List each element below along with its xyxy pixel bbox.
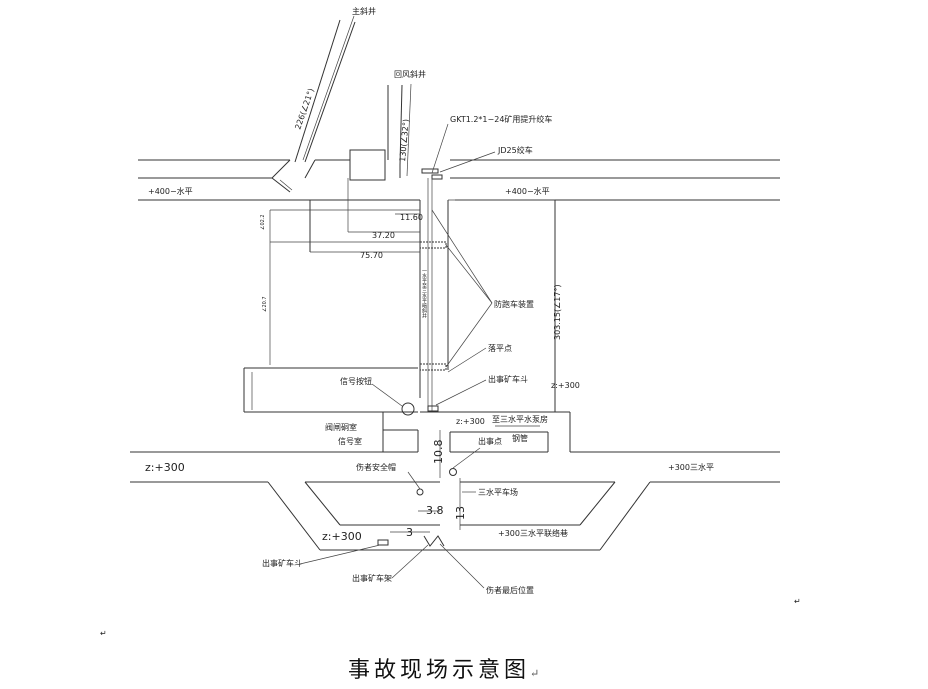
dimension-3: 3 xyxy=(406,526,413,539)
connection-lane: z:+300 +300三水平联络巷 3 出事矿车斗 出事矿车架 伤者最后位置 xyxy=(262,526,568,595)
fall-point-label: 落平点 xyxy=(488,343,512,353)
dimension-37-20: 37.20 xyxy=(372,231,395,240)
level-400-left-label: +400−水平 xyxy=(148,186,193,196)
anti-runaway-label: 防跑车装置 xyxy=(494,299,534,309)
valve-room-label: 阀闸硐室 xyxy=(325,422,357,432)
dimension-3-8: 3.8 xyxy=(426,504,444,517)
final-position-label: 伤者最后位置 xyxy=(486,585,534,595)
dimension-75-70: 75.70 xyxy=(360,251,383,260)
level-300-right-label: +300三水平 xyxy=(668,462,714,472)
to-pump-room-label: 至三水平水泵房 xyxy=(492,414,548,424)
connection-lane-label: +300三水平联络巷 xyxy=(498,528,568,538)
svg-text:∠02.2: ∠02.2 xyxy=(260,214,266,230)
pilcrow-return-icon: ↵ xyxy=(100,629,107,638)
main-inclined-shaft: 主斜井 226(∠21°) xyxy=(293,6,376,163)
signal-room-area: 信号按钮 阀闸硐室 信号室 xyxy=(325,376,419,453)
dimension-13: 13 xyxy=(454,506,467,520)
jd25-label: JD25绞车 xyxy=(497,145,533,155)
main-shaft-dimension: 226(∠21°) xyxy=(293,87,315,130)
anti-runaway-callouts: 防跑车装置 xyxy=(431,209,534,368)
winch-area: GKT1.2*1−24矿用提升绞车 JD25绞车 xyxy=(421,114,552,180)
signal-button-label: 信号按钮 xyxy=(340,376,372,386)
return-shaft-label: 回风斜井 xyxy=(394,69,426,79)
main-shaft-label: 主斜井 xyxy=(352,6,376,16)
steel-pipe-label: 钢管 xyxy=(512,433,528,443)
z300-mid-label: z:+300 xyxy=(456,417,485,426)
svg-text:∠20.7: ∠20.7 xyxy=(262,296,268,312)
signal-room-label: 信号室 xyxy=(338,436,362,446)
helmet-label: 伤者安全帽 xyxy=(356,462,396,472)
pilcrow-return-icon: ↵ xyxy=(794,597,801,606)
diagram-caption: 事故现场示意图↵ xyxy=(348,652,539,684)
z300-left-label: z:+300 xyxy=(145,461,185,474)
return-air-inclined-shaft: 回风斜井 130(∠32°) xyxy=(387,69,426,177)
dimension-11-60: 11.60 xyxy=(400,213,423,222)
level-300-roadway: z:+300 +300三水平 伤者安全帽 三水平车场 13 3.8 xyxy=(130,447,780,551)
accident-frame-label: 出事矿车架 xyxy=(352,573,392,583)
incline-dimension: 303.15(∠17°) xyxy=(553,284,562,340)
incline-name-label: 一水平至三水平暗斜井 xyxy=(421,268,427,319)
central-box: z:+300 至三水平水泵房 出事点 钢管 10.8 xyxy=(420,411,780,478)
dimension-10-8: 10.8 xyxy=(432,440,445,465)
accident-skip-bottom-label: 出事矿车斗 xyxy=(262,558,302,568)
pilcrow-return-icon: ↵ xyxy=(530,667,540,680)
landing-callouts: 落平点 出事矿车斗 xyxy=(427,343,528,412)
inclined-drift: 一水平至三水平暗斜井 xyxy=(419,178,449,412)
winch-label: GKT1.2*1−24矿用提升绞车 xyxy=(450,114,552,124)
level-400-right-label: +400−水平 xyxy=(505,186,550,196)
z300-lower-label: z:+300 xyxy=(322,530,362,543)
left-region: ∠02.2 ∠20.7 37.20 11.60 75.70 xyxy=(243,178,423,413)
z300-right-upper-label: z:+300 xyxy=(551,381,580,390)
yard-label: 三水平车场 xyxy=(478,487,518,497)
caption-text: 事故现场示意图 xyxy=(348,658,531,683)
right-incline-region: 303.15(∠17°) z:+300 xyxy=(448,199,580,412)
accident-skip-top-label: 出事矿车斗 xyxy=(488,374,528,384)
level-400-roadway: +400−水平 +400−水平 xyxy=(138,148,780,201)
return-shaft-dimension: 130(∠32°) xyxy=(398,119,411,162)
accident-point-label: 出事点 xyxy=(478,436,502,446)
